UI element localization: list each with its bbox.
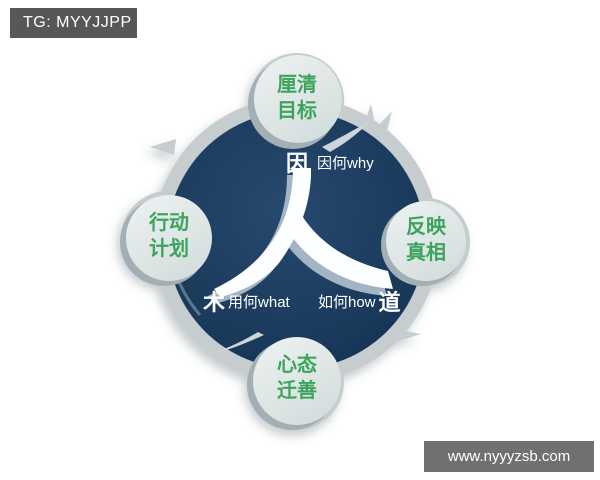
inner-label-big-char: 术 [203, 290, 226, 315]
node-label-line: 行动 [149, 212, 189, 234]
inner-label-big-char: 因 [286, 151, 309, 176]
node-circles [120, 55, 466, 430]
node-label-action-plan: 行动 计划 [119, 210, 219, 262]
node-label-clarify-goals: 厘清 目标 [247, 72, 347, 124]
node-label-line: 真相 [406, 242, 446, 264]
node-face-right [386, 201, 466, 281]
node-label-line: 心态 [277, 354, 317, 376]
node-face-bottom [253, 337, 341, 425]
watermark-badge-top-left: TG: MYYJJPP [10, 8, 137, 38]
ren-character-glyph [208, 168, 393, 304]
inner-label-small-text: 因何why [317, 154, 374, 172]
node-label-line: 反映 [406, 216, 446, 238]
inner-label-why: 因 因何why [286, 146, 374, 178]
ren-glyph-strokes [214, 168, 393, 297]
node-label-line: 迁善 [277, 380, 317, 402]
arrow-swoosh-sw-icon [204, 332, 264, 355]
inner-label-small-text: 用何what [228, 293, 290, 311]
arrow-barb-sw-icon [191, 330, 213, 349]
node-label-line: 计划 [149, 238, 189, 260]
node-face-left [126, 195, 212, 281]
watermark-badge-bottom-right: www.nyyyzsb.com [424, 441, 594, 472]
inner-label-how: 如何how 道 [318, 285, 401, 317]
arrow-barb-se-icon [396, 329, 421, 341]
node-label-line: 厘清 [277, 74, 317, 96]
node-label-line: 目标 [277, 100, 317, 122]
node-label-reflect-truth: 反映 真相 [376, 214, 476, 266]
arrow-barb-nw-icon [150, 139, 176, 155]
arrow-barb-ne2-icon [379, 111, 392, 131]
inner-label-what: 术 用何what [203, 285, 290, 317]
node-label-mindset-shift: 心态 迁善 [247, 352, 347, 404]
inner-label-big-char: 道 [378, 290, 401, 315]
inner-label-small-text: 如何how [318, 293, 376, 311]
arrow-barb-ne-icon [363, 104, 376, 128]
node-face-top [254, 55, 342, 143]
arrow-swoosh-ne-icon [322, 121, 370, 152]
